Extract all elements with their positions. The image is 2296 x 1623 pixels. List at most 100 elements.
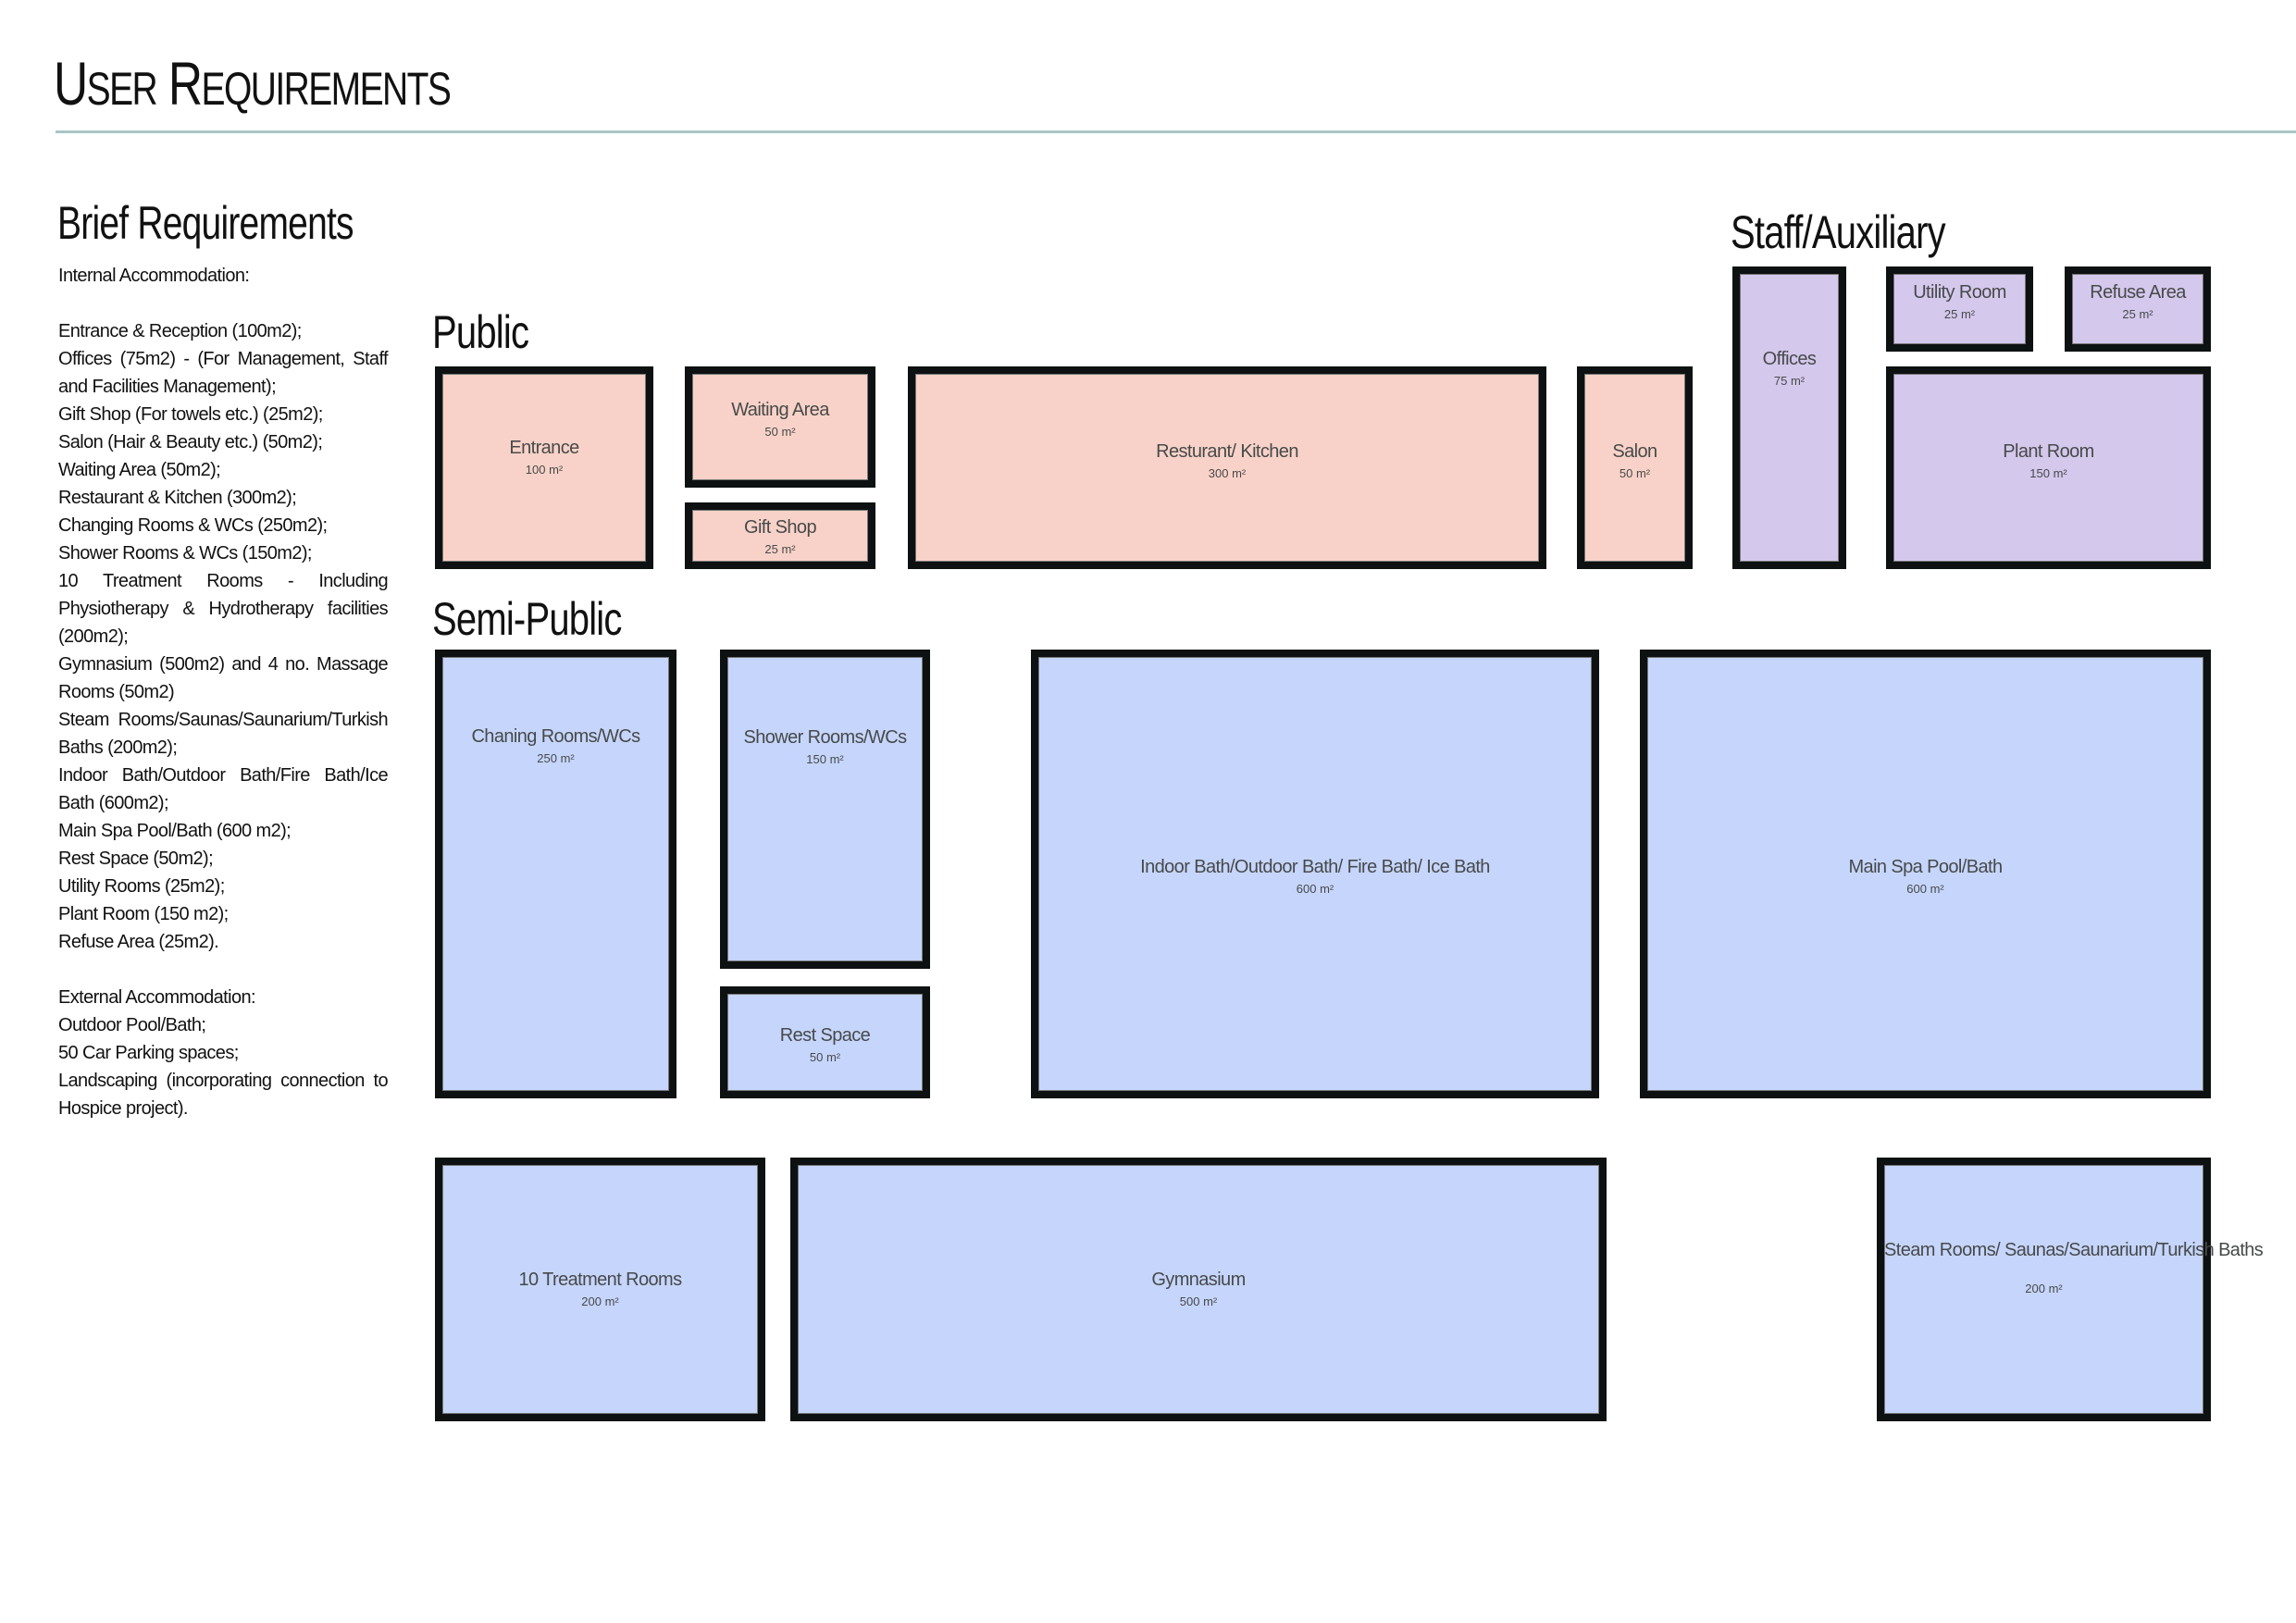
room-area: 200 m²	[2025, 1281, 2063, 1295]
brief-item: Main Spa Pool/Bath (600 m2);	[58, 821, 292, 841]
brief-item: Steam Rooms/Saunas/Saunarium/Turkish Bat…	[58, 710, 389, 758]
room-changing-rooms: Chaning Rooms/WCs 250 m²	[435, 650, 676, 1098]
zone-heading-staff: Staff/Auxiliary	[1731, 206, 1946, 258]
brief-item: Utility Rooms (25m2);	[58, 876, 225, 897]
external-heading: External Accommodation:	[58, 987, 256, 1008]
room-label: Chaning Rooms/WCs 250 m²	[442, 726, 669, 765]
brief-item: Entrance & Reception (100m2);	[58, 321, 302, 341]
room-area: 25 m²	[2122, 307, 2153, 322]
brief-item: Rest Space (50m2);	[58, 849, 214, 869]
room-label: Shower Rooms/WCs 150 m²	[727, 727, 923, 766]
room-label: Utility Room 25 m²	[1893, 282, 2026, 321]
room-offices: Offices 75 m²	[1732, 266, 1846, 569]
room-label: Waiting Area 50 m²	[692, 400, 868, 439]
room-name: Indoor Bath/Outdoor Bath/ Fire Bath/ Ice…	[1140, 856, 1490, 877]
room-area: 50 m²	[809, 1049, 841, 1064]
room-label: Gift Shop 25 m²	[692, 517, 868, 556]
room-area: 200 m²	[581, 1294, 619, 1308]
brief-item: Gymnasium (500m2) and 4 no. Massage Room…	[58, 654, 389, 702]
room-label: Resturant/ Kitchen 300 m²	[915, 441, 1539, 480]
room-name: Rest Space	[779, 1024, 871, 1046]
room-main-spa-pool: Main Spa Pool/Bath 600 m²	[1640, 650, 2211, 1098]
room-name: Shower Rooms/WCs	[743, 726, 908, 748]
brief-item: Refuse Area (25m2).	[58, 932, 219, 952]
brief-item: Restaurant & Kitchen (300m2);	[58, 488, 297, 508]
brief-item: Waiting Area (50m2);	[58, 460, 221, 480]
internal-heading: Internal Accommodation:	[58, 266, 250, 286]
room-shower-rooms: Shower Rooms/WCs 150 m²	[720, 650, 930, 969]
room-area: 25 m²	[1943, 307, 1976, 322]
room-name: 10 Treatment Rooms	[518, 1269, 683, 1290]
room-label: Rest Space 50 m²	[727, 1025, 923, 1064]
room-name: Refuse Area	[2090, 282, 2186, 304]
title-initial: R	[168, 49, 203, 118]
room-label: Indoor Bath/Outdoor Bath/ Fire Bath/ Ice…	[1038, 857, 1592, 896]
room-name: Salon	[1612, 441, 1657, 463]
title-initial: U	[54, 49, 88, 118]
room-indoor-bath: Indoor Bath/Outdoor Bath/ Fire Bath/ Ice…	[1031, 650, 1599, 1098]
room-area: 25 m²	[764, 542, 796, 557]
room-name: Offices	[1762, 348, 1817, 369]
room-area: 75 m²	[1773, 373, 1806, 388]
room-area: 600 m²	[1296, 881, 1334, 896]
brief-item: Changing Rooms & WCs (250m2);	[58, 515, 328, 536]
room-label: Gymnasium 500 m²	[798, 1270, 1599, 1308]
room-steam-rooms: Steam Rooms/ Saunas/Saunarium/Turkish Ba…	[1877, 1158, 2264, 1421]
room-area: 150 m²	[806, 751, 844, 766]
brief-item: Landscaping (incorporating connection to…	[58, 1071, 389, 1119]
room-rest-space: Rest Space 50 m²	[720, 986, 930, 1098]
room-salon: Salon 50 m²	[1577, 366, 1693, 569]
zone-heading-public: Public	[432, 306, 529, 358]
room-name: Waiting Area	[731, 399, 829, 420]
room-label: Entrance 100 m²	[442, 438, 646, 477]
room-name: Chaning Rooms/WCs	[471, 726, 640, 748]
room-area: 250 m²	[537, 751, 575, 766]
room-name: Main Spa Pool/Bath	[1848, 856, 2004, 877]
brief-item: Salon (Hair & Beauty etc.) (50m2);	[58, 432, 323, 452]
brief-item: Outdoor Pool/Bath;	[58, 1015, 206, 1035]
room-area: 150 m²	[2029, 466, 2067, 481]
room-utility-room: Utility Room 25 m²	[1886, 266, 2033, 352]
brief-item: 10 Treatment Rooms - Including Physiothe…	[58, 571, 389, 647]
room-name: Gift Shop	[744, 517, 817, 539]
room-label: Offices 75 m²	[1740, 349, 1839, 388]
room-plant-room: Plant Room 150 m²	[1886, 366, 2211, 569]
title-divider	[56, 130, 2296, 133]
room-label: Steam Rooms/ Saunas/Saunarium/Turkish Ba…	[1884, 1239, 2264, 1295]
room-entrance: Entrance 100 m²	[435, 366, 653, 569]
room-label: Refuse Area 25 m²	[2072, 282, 2203, 321]
room-gymnasium: Gymnasium 500 m²	[790, 1158, 1607, 1421]
title-rest: EQUIREMENTS	[201, 63, 452, 115]
room-gift-shop: Gift Shop 25 m²	[685, 502, 875, 569]
room-name: Plant Room	[2003, 441, 2094, 463]
room-refuse-area: Refuse Area 25 m²	[2065, 266, 2211, 352]
room-area: 300 m²	[1208, 466, 1247, 481]
room-restaurant-kitchen: Resturant/ Kitchen 300 m²	[908, 366, 1546, 569]
brief-item: Indoor Bath/Outdoor Bath/Fire Bath/Ice B…	[58, 765, 389, 813]
room-label: 10 Treatment Rooms 200 m²	[442, 1270, 758, 1308]
brief-item: Plant Room (150 m2);	[58, 904, 229, 924]
room-name: Utility Room	[1913, 282, 2006, 304]
page-title: USER REQUIREMENTS	[54, 48, 452, 118]
room-label: Salon 50 m²	[1584, 441, 1685, 480]
room-area: 100 m²	[525, 463, 564, 477]
room-waiting-area: Waiting Area 50 m²	[685, 366, 875, 488]
room-area: 500 m²	[1179, 1294, 1218, 1308]
room-name: Gymnasium	[1151, 1269, 1246, 1290]
room-name: Steam Rooms/ Saunas/Saunarium/Turkish Ba…	[1884, 1239, 2264, 1260]
room-name: Resturant/ Kitchen	[1156, 441, 1298, 463]
room-name: Entrance	[509, 438, 579, 459]
room-area: 600 m²	[1906, 881, 1944, 896]
title-rest: SER	[86, 63, 158, 115]
brief-item: 50 Car Parking spaces;	[58, 1043, 239, 1063]
room-area: 50 m²	[1619, 466, 1651, 481]
room-treatment-rooms: 10 Treatment Rooms 200 m²	[435, 1158, 765, 1421]
brief-item: Shower Rooms & WCs (150m2);	[58, 543, 312, 564]
brief-requirements-text: Internal Accommodation: Entrance & Recep…	[58, 262, 389, 1122]
brief-item: Gift Shop (For towels etc.) (25m2);	[58, 404, 323, 425]
room-label: Main Spa Pool/Bath 600 m²	[1647, 857, 2203, 896]
brief-item: Offices (75m2) - (For Management, Staff …	[58, 349, 389, 397]
room-area: 50 m²	[764, 424, 796, 439]
room-label: Plant Room 150 m²	[1893, 441, 2203, 480]
brief-heading: Brief Requirements	[57, 197, 354, 249]
